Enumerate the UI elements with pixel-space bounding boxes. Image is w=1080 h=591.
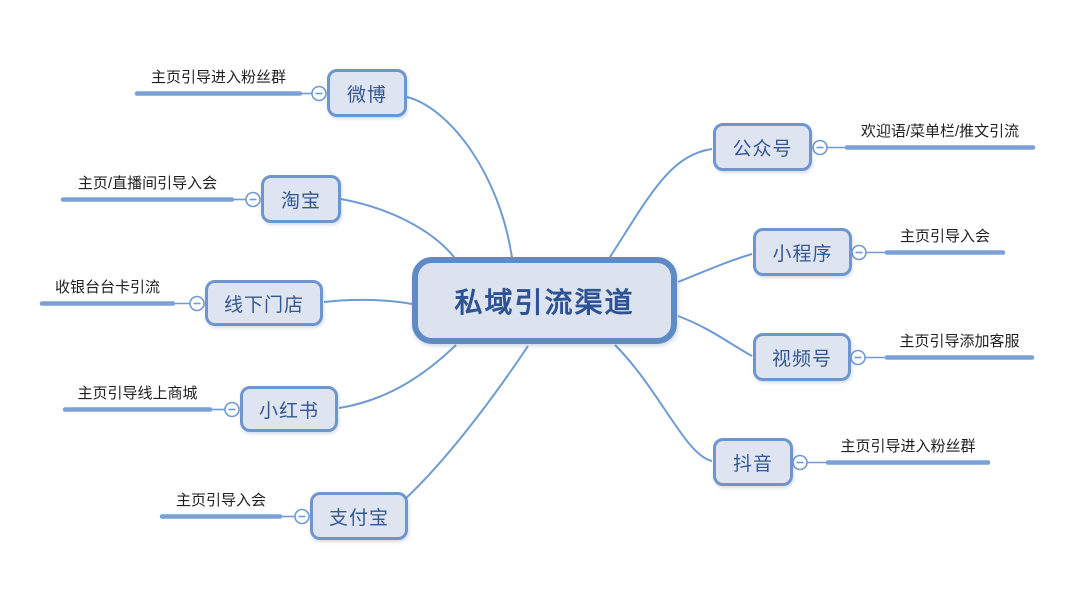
collapse-toggle-minus-icon[interactable] bbox=[311, 85, 327, 102]
node-label: 小红书 bbox=[258, 400, 319, 422]
curve-root-douyin bbox=[614, 344, 713, 462]
node-video-account[interactable]: 视频号 bbox=[753, 333, 851, 381]
leaf-official-account[interactable]: 欢迎语/菜单栏/推文引流 bbox=[860, 123, 1020, 140]
collapse-toggle-minus-icon[interactable] bbox=[792, 454, 808, 471]
curve-root-xiaohongshu bbox=[338, 344, 457, 409]
collapse-toggle-minus-icon[interactable] bbox=[294, 508, 310, 525]
collapse-toggle-minus-icon[interactable] bbox=[224, 401, 240, 418]
curve-root-taobao bbox=[340, 198, 455, 258]
collapse-toggles bbox=[189, 85, 867, 525]
node-label: 视频号 bbox=[771, 348, 832, 370]
node-weibo[interactable]: 微博 bbox=[327, 69, 407, 117]
node-label: 小程序 bbox=[772, 243, 833, 265]
curve-root-official-account bbox=[609, 148, 713, 258]
curve-root-weibo bbox=[406, 96, 513, 259]
node-label: 公众号 bbox=[732, 138, 793, 160]
leaf-douyin[interactable]: 主页引导进入粉丝群 bbox=[840, 438, 976, 455]
leaf-underlines bbox=[39, 91, 1036, 519]
leaf-weibo[interactable]: 主页引导进入粉丝群 bbox=[150, 69, 286, 86]
node-label: 淘宝 bbox=[280, 190, 321, 212]
collapse-toggle-minus-icon[interactable] bbox=[245, 191, 261, 208]
node-mini-program[interactable]: 小程序 bbox=[753, 228, 852, 276]
root-node-label: 私域引流渠道 bbox=[454, 286, 635, 318]
curve-root-mini-program bbox=[677, 253, 753, 283]
leaf-offline-store[interactable]: 收银台台卡引流 bbox=[54, 279, 160, 296]
leaf-xiaohongshu[interactable]: 主页引导线上商城 bbox=[77, 385, 198, 402]
node-label: 线下门店 bbox=[223, 294, 304, 316]
leaf-mini-program[interactable]: 主页引导入会 bbox=[899, 228, 990, 245]
node-alipay[interactable]: 支付宝 bbox=[310, 492, 408, 540]
collapse-toggle-minus-icon[interactable] bbox=[850, 349, 866, 366]
curve-root-alipay bbox=[403, 345, 529, 501]
node-xiaohongshu[interactable]: 小红书 bbox=[240, 386, 338, 432]
node-douyin[interactable]: 抖音 bbox=[713, 438, 793, 486]
node-official-account[interactable]: 公众号 bbox=[713, 123, 812, 171]
branch-curves bbox=[323, 96, 753, 501]
root-node[interactable]: 私域引流渠道 bbox=[412, 257, 677, 344]
leaf-taobao[interactable]: 主页/直播间引导入会 bbox=[77, 175, 218, 192]
collapse-toggle-minus-icon[interactable] bbox=[851, 244, 867, 261]
curve-root-video-account bbox=[677, 315, 753, 357]
collapse-toggle-minus-icon[interactable] bbox=[189, 295, 205, 312]
node-label: 微博 bbox=[346, 84, 387, 106]
collapse-toggle-minus-icon[interactable] bbox=[812, 139, 828, 156]
leaf-connectors bbox=[173, 92, 887, 518]
curve-root-offline-store bbox=[323, 298, 413, 305]
node-offline-store[interactable]: 线下门店 bbox=[205, 280, 323, 326]
leaf-alipay[interactable]: 主页引导入会 bbox=[175, 492, 266, 509]
node-label: 支付宝 bbox=[328, 507, 389, 529]
leaf-video-account[interactable]: 主页引导添加客服 bbox=[899, 333, 1020, 350]
node-label: 抖音 bbox=[732, 453, 773, 475]
node-taobao[interactable]: 淘宝 bbox=[261, 175, 341, 223]
